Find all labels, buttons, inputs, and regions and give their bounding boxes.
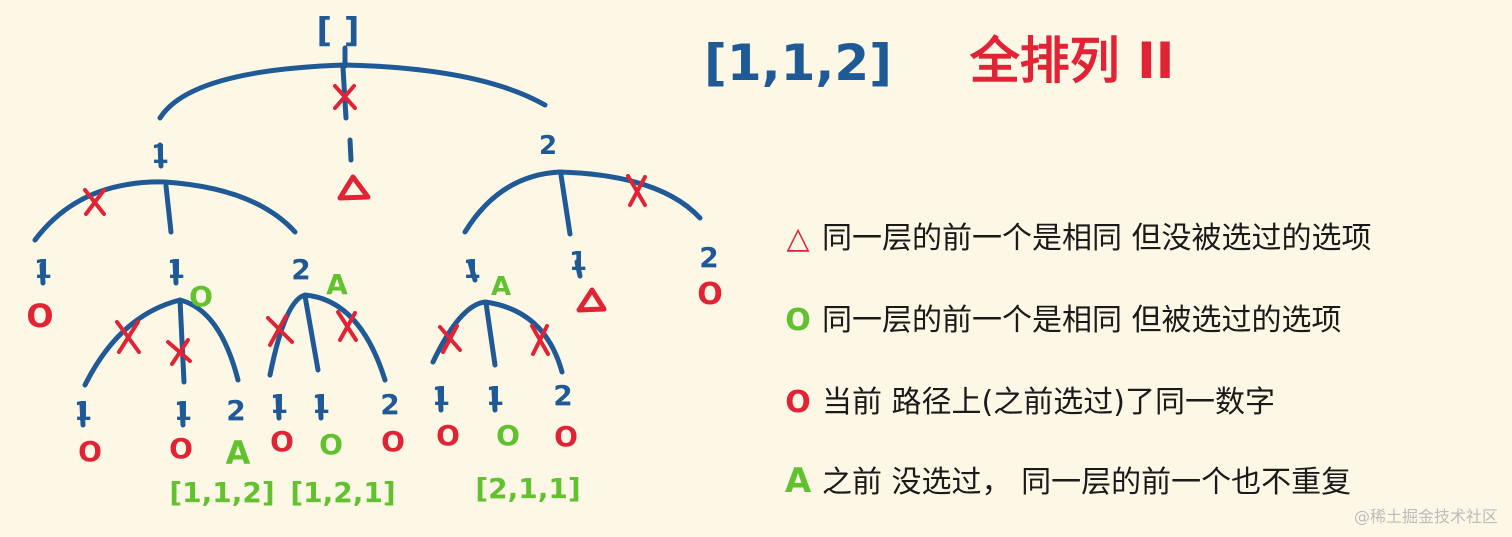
right-subtree-middle <box>558 172 573 237</box>
node-label-1: 1 <box>174 397 192 427</box>
red-circle-mark: O <box>26 297 53 335</box>
cross-mark <box>626 174 647 207</box>
leaf-2-stem <box>179 402 186 428</box>
red-circle-mark: O <box>169 432 193 465</box>
red-circle-mark: O <box>554 420 578 453</box>
subtree-3-middle <box>483 300 498 368</box>
subtree-2-middle <box>302 293 321 373</box>
input-array-label: [1,1,2] <box>704 34 892 92</box>
red-circle-mark: O <box>381 425 405 458</box>
red-circle-mark: O <box>697 277 723 312</box>
node-label-1: 1 <box>74 397 92 427</box>
leaf-4-stem <box>317 395 324 421</box>
cross-mark <box>266 314 294 347</box>
green-circle-mark: O <box>189 280 213 313</box>
node-label-1: 1 <box>463 255 481 285</box>
red-circle-mark: O <box>78 435 102 468</box>
node-right-tri-stem <box>574 259 583 279</box>
node-label-2-far-right: 2 <box>699 241 718 274</box>
legend-symbol-red-circle: O <box>785 385 811 420</box>
node-middle-1-stem <box>172 259 179 286</box>
accept-mark: A <box>326 268 348 301</box>
node-label-1: 1 <box>312 390 330 420</box>
root-label: [ ] <box>317 11 360 51</box>
leaf-label-2-a: 2 <box>226 394 245 427</box>
cross-mark <box>166 338 192 366</box>
root-arc <box>157 62 548 121</box>
leaf-label-2-c: 2 <box>553 379 572 412</box>
node-right-a-stem <box>467 259 478 283</box>
green-circle-mark: O <box>319 428 343 461</box>
legend-symbol-triangle: △ <box>786 221 809 256</box>
watermark: @稀土掘金技术社区 <box>1353 507 1498 526</box>
node-label-1: 1 <box>34 255 52 285</box>
right-subtree-arc <box>462 169 703 235</box>
leaf-1-stem <box>79 402 86 428</box>
leaf-6-stem <box>491 387 498 413</box>
cross-mark <box>438 324 462 354</box>
triangle-mark <box>337 174 371 201</box>
cross-mark <box>115 320 141 354</box>
page-title: 全排列 II <box>969 32 1175 90</box>
left-child-stem <box>157 142 164 169</box>
node-label-1: 1 <box>270 390 288 420</box>
cross-mark <box>333 84 357 110</box>
accept-mark: A <box>226 434 251 472</box>
result-label: [1,2,1] <box>290 476 395 509</box>
node-label-2-mid: 2 <box>291 253 310 286</box>
node-label-1: 1 <box>569 247 587 277</box>
leaf-label-2-b: 2 <box>380 388 399 421</box>
result-label: [2,1,1] <box>475 472 580 505</box>
leaf-5-stem <box>437 387 444 413</box>
middle-child-stem <box>347 137 354 163</box>
cross-mark <box>83 188 106 216</box>
result-label: [1,1,2] <box>169 476 274 509</box>
accept-mark: A <box>491 272 511 302</box>
subtree-1-arc <box>82 297 241 388</box>
node-label-1: 1 <box>432 382 450 412</box>
red-circle-mark: O <box>270 425 294 458</box>
node-left-1-stem <box>39 262 46 286</box>
leaf-3-stem <box>275 395 282 421</box>
node-label-1: 1 <box>486 382 504 412</box>
node-label-2-right: 2 <box>539 131 557 161</box>
triangle-mark <box>576 287 607 313</box>
node-label-1: 1 <box>151 140 169 170</box>
node-label-1: 1 <box>167 255 185 285</box>
red-circle-mark: O <box>436 419 460 452</box>
root-middle-branch <box>340 65 349 121</box>
subtree-1-middle <box>177 297 187 385</box>
legend: △ 同一层的前一个是相同 但没被选过的选项 O 同一层的前一个是相同 但被选过的… <box>785 221 1372 501</box>
cross-mark <box>530 324 550 356</box>
legend-text: 同一层的前一个是相同 但被选过的选项 <box>822 303 1342 338</box>
cross-mark <box>336 310 358 342</box>
legend-symbol-green-circle: O <box>785 303 811 338</box>
legend-text: 当前 路径上(之前选过)了同一数字 <box>822 385 1275 420</box>
legend-text: 之前 没选过， 同一层的前一个也不重复 <box>822 465 1351 500</box>
green-circle-mark: O <box>496 419 520 452</box>
left-subtree-arc <box>32 179 298 243</box>
legend-symbol-accept: A <box>785 461 812 501</box>
legend-text: 同一层的前一个是相同 但没被选过的选项 <box>822 221 1372 256</box>
left-subtree-middle <box>163 183 174 235</box>
